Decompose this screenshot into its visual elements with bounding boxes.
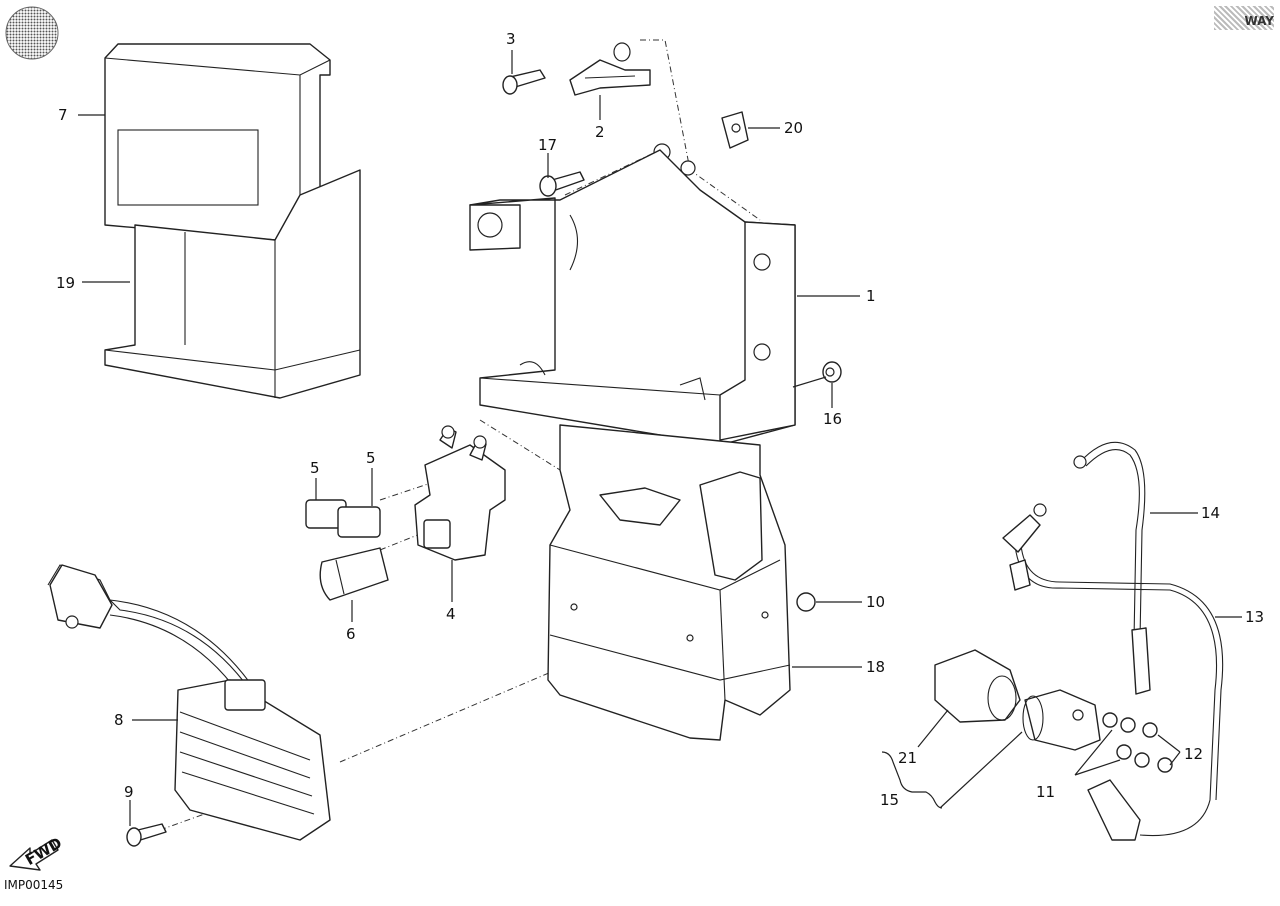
callout-18: 18	[866, 658, 885, 676]
battery-part	[104, 43, 331, 241]
nut-part-12	[1142, 722, 1173, 773]
bolt-part-17	[539, 143, 696, 197]
way-badge: WAY	[1214, 6, 1274, 30]
starter-relay-part-15	[1022, 689, 1101, 751]
callout-11: 11	[1036, 783, 1055, 801]
callout-12: 12	[1184, 745, 1203, 763]
bolt-part-9	[126, 823, 167, 847]
grommet-part-16	[822, 361, 842, 383]
callout-1: 1	[866, 287, 876, 305]
callout-4: 4	[446, 605, 456, 623]
voltage-regulator-part-8	[47, 564, 331, 841]
callout-10: 10	[866, 593, 885, 611]
callout-15: 15	[880, 791, 899, 809]
relay-bracket-part-4	[414, 425, 506, 561]
callout-5a: 5	[310, 459, 320, 477]
callout-7: 7	[58, 106, 68, 124]
brand-logo-icon	[5, 6, 59, 60]
relay-part-5b	[337, 506, 381, 538]
callout-labels: 1 2 3 4 5 5 6 7 8 9 10 11 12 13 14 15 16…	[56, 30, 1264, 809]
callout-14: 14	[1201, 504, 1220, 522]
callout-8: 8	[114, 711, 124, 729]
callout-13: 13	[1245, 608, 1264, 626]
fwd-label: FWD	[22, 834, 65, 869]
callout-9: 9	[124, 783, 134, 801]
diagram-code: IMP00145	[4, 878, 64, 892]
bracket-part-2	[569, 42, 651, 96]
callout-17: 17	[538, 136, 557, 154]
starter-cable-part-14	[1073, 441, 1151, 695]
callout-19: 19	[56, 274, 75, 292]
callout-16: 16	[823, 410, 842, 428]
main-bracket-part	[469, 149, 796, 446]
rubber-holder-part-18	[547, 424, 791, 741]
callout-6: 6	[346, 625, 356, 643]
nut-part-11	[1102, 712, 1150, 768]
callout-21: 21	[898, 749, 917, 767]
callout-20: 20	[784, 119, 803, 137]
callout-3: 3	[506, 30, 516, 48]
bolt-part-3	[502, 69, 546, 95]
starter-relay-cap-part-21	[934, 649, 1021, 723]
forward-arrow-icon: FWD	[9, 834, 65, 871]
callout-2: 2	[595, 123, 605, 141]
battery-cable-part-13	[1002, 503, 1224, 841]
leader-lines	[78, 50, 1242, 826]
fuse-holder-part-6	[319, 547, 389, 601]
clip-part-20	[721, 111, 749, 149]
callout-5b: 5	[366, 449, 376, 467]
battery-case-part	[104, 169, 361, 399]
grommet-part-10	[796, 592, 816, 612]
